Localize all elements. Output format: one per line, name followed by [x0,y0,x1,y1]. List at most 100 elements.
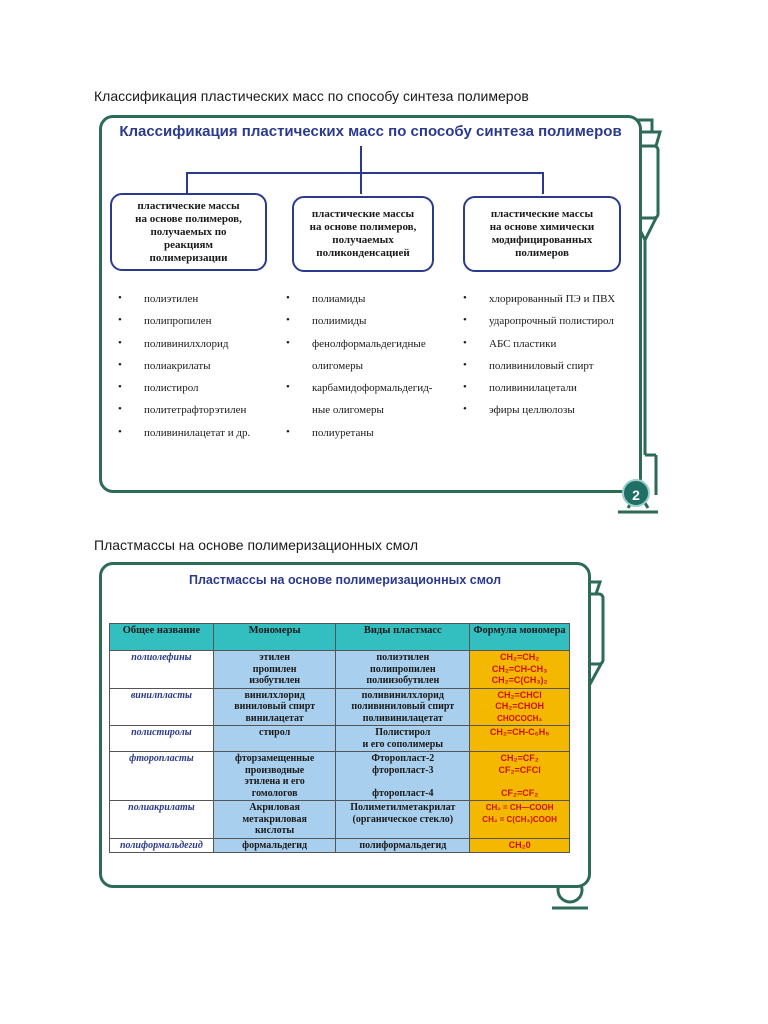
cell-formulas: CH₂=CH₂ CH₂=CH-CH₃ CH₂=C(CH₃)₂ [469,650,570,689]
list-item: полистирол [114,381,250,404]
category-line: пластические массы [311,208,415,220]
cell-line: и его сополимеры [362,738,444,750]
list-polycondensation: полиамиды полиимиды фенолформальдегидные… [282,292,432,449]
cell-line: фторзамещенные [234,753,315,764]
cell-line: CH₂=CH-CH₃ [491,663,548,674]
list-item: полипропилен [114,314,250,337]
cell-line: полиэтилен [376,652,430,663]
category-line: получаемых по [150,225,227,238]
cell-line: CHOCOCH₃ [497,713,543,723]
category-line: пластические массы [490,208,594,220]
cell-formulas: CH₂=CH-C₆H₅ [469,725,570,752]
cell-line: Фторопласт-2 [371,753,435,764]
cell-line: этилен [259,652,291,663]
cell-kinds: полиформальдегид [335,837,471,853]
cell-line: кислоты [255,825,295,836]
cell-line: метакриловая [242,813,307,825]
tree-line [542,172,544,194]
cell-line: полиформальдегид [359,839,447,851]
header-general-name: Общее название [109,623,214,651]
table-row: полистиролы стирол Полистирол и его сопо… [109,725,570,752]
list-item: поливинилхлорид [114,337,250,360]
list-item: поливинилацетали [459,381,615,404]
cell-line: винилхлорид [244,689,305,701]
list-item: полиамиды [282,292,432,315]
caption-slide-1: Классификация пластических масс по спосо… [94,88,529,104]
list-polymerization: полиэтилен полипропилен поливинилхлорид … [114,292,250,449]
cell-line: Акриловая [249,802,300,813]
cell-line: CH₂=CH-C₆H₅ [489,727,550,737]
header-plastic-types: Виды пластмасс [335,623,471,651]
cell-line: CH₂ = CH—COOH [485,803,554,812]
slide-polymerization-resins: Пластмассы на основе полимеризационных с… [99,562,591,888]
tree-line [186,172,542,174]
slide-classification: Классификация пластических масс по спосо… [99,115,650,507]
table-row: полиакрилаты Акриловая метакриловая кисл… [109,800,570,839]
category-line: пластические массы [137,199,240,212]
list-item: полиэтилен [114,292,250,315]
cell-line: изобутилен [249,675,301,686]
list-item: фенолформальдегидные [282,337,432,360]
cell-line: CH₂=CHCl [497,689,542,700]
category-line: на основе химически [489,221,595,233]
slide-title: Классификация пластических масс по спосо… [119,123,622,140]
category-line: на основе полимеров, [135,212,242,225]
cell-line: производные [245,764,305,776]
cell-line: виниловый спирт [234,701,316,712]
category-modified: пластические массы на основе химически м… [463,196,621,272]
resins-table: Общее название Мономеры Виды пластмасс Ф… [109,623,570,853]
cell-line: фторопласт-4 [372,787,434,799]
cell-line: CH₂ = C(CH₃)COOH [482,814,557,824]
list-item: поливинилацетат и др. [114,426,250,449]
slide-title: Пластмассы на основе полимеризационных с… [188,573,502,587]
cell-kinds: Фторопласт-2 фторопласт-3 фторопласт-4 [335,751,471,801]
cell-line: винилацетат [245,712,304,724]
category-line: модифицированных [491,234,593,246]
list-item: АБС пластики [459,337,615,360]
list-modified: хлорированный ПЭ и ПВХ ударопрочный поли… [459,292,615,427]
category-line: реакциям [164,238,213,251]
tree-line [360,172,362,194]
cell-line: этилена и его [244,776,305,787]
cell-line: CH₂=C(CH₃)₂ [491,675,548,685]
list-item: ударопрочный полистирол [459,314,615,337]
cell-line: CH₂=CH₂ [499,652,540,662]
cell-formulas: CH₂0 [469,837,570,853]
page-number-badge: 2 [622,479,650,507]
cell-line: стирол [259,727,291,738]
cell-name: полиакрилаты [109,800,214,839]
cell-formulas: CH₂=CF₂ CF₂=CFCl CF₂=CF₂ [469,751,570,801]
cell-line: поливинилхлорид [361,689,444,701]
category-polymerization: пластические массы на основе полимеров, … [110,193,267,271]
list-item: политетрафторэтилен [114,403,250,426]
cell-monomers: винилхлорид виниловый спирт винилацетат [212,687,337,726]
cell-line: (органическое стекло) [352,813,454,825]
list-item: ные олигомеры [312,404,384,417]
cell-line: полипропилен [369,663,436,675]
list-item: хлорированный ПЭ и ПВХ [459,292,615,315]
table-row: фторопласты фторзамещенные производные э… [109,751,570,801]
category-polycondensation: пластические массы на основе полимеров, … [292,196,434,272]
table-row: винилпласты винилхлорид виниловый спирт … [109,687,570,726]
cell-line: Полиметилметакрилат [350,802,456,813]
table-row: полиформальдегид формальдегид полиформал… [109,837,570,853]
list-item: полиуретаны [282,426,432,449]
cell-name: полиформальдегид [109,837,214,853]
cell-line: CF₂=CFCl [498,764,541,775]
cell-line: CH₂0 [508,839,531,850]
cell-monomers: формальдегид [212,837,337,853]
cell-name: винилпласты [109,687,214,726]
cell-line: гомологов [251,787,298,799]
list-item: олигомеры [312,359,363,372]
category-line: полимеризации [149,251,228,264]
cell-name: фторопласты [109,751,214,801]
cell-line [338,776,467,788]
category-line: поликонденсацией [316,247,410,259]
cell-line: CH₂=CHOH [495,701,544,711]
cell-kinds: Полиметилметакрилат (органическое стекло… [335,800,471,839]
cell-monomers: Акриловая метакриловая кислоты [212,800,337,839]
list-item: эфиры целлюлозы [459,403,615,426]
caption-slide-2: Пластмассы на основе полимеризационных с… [94,537,419,553]
cell-line: полиизобутилен [366,675,440,686]
category-line: полимеров [515,247,569,259]
